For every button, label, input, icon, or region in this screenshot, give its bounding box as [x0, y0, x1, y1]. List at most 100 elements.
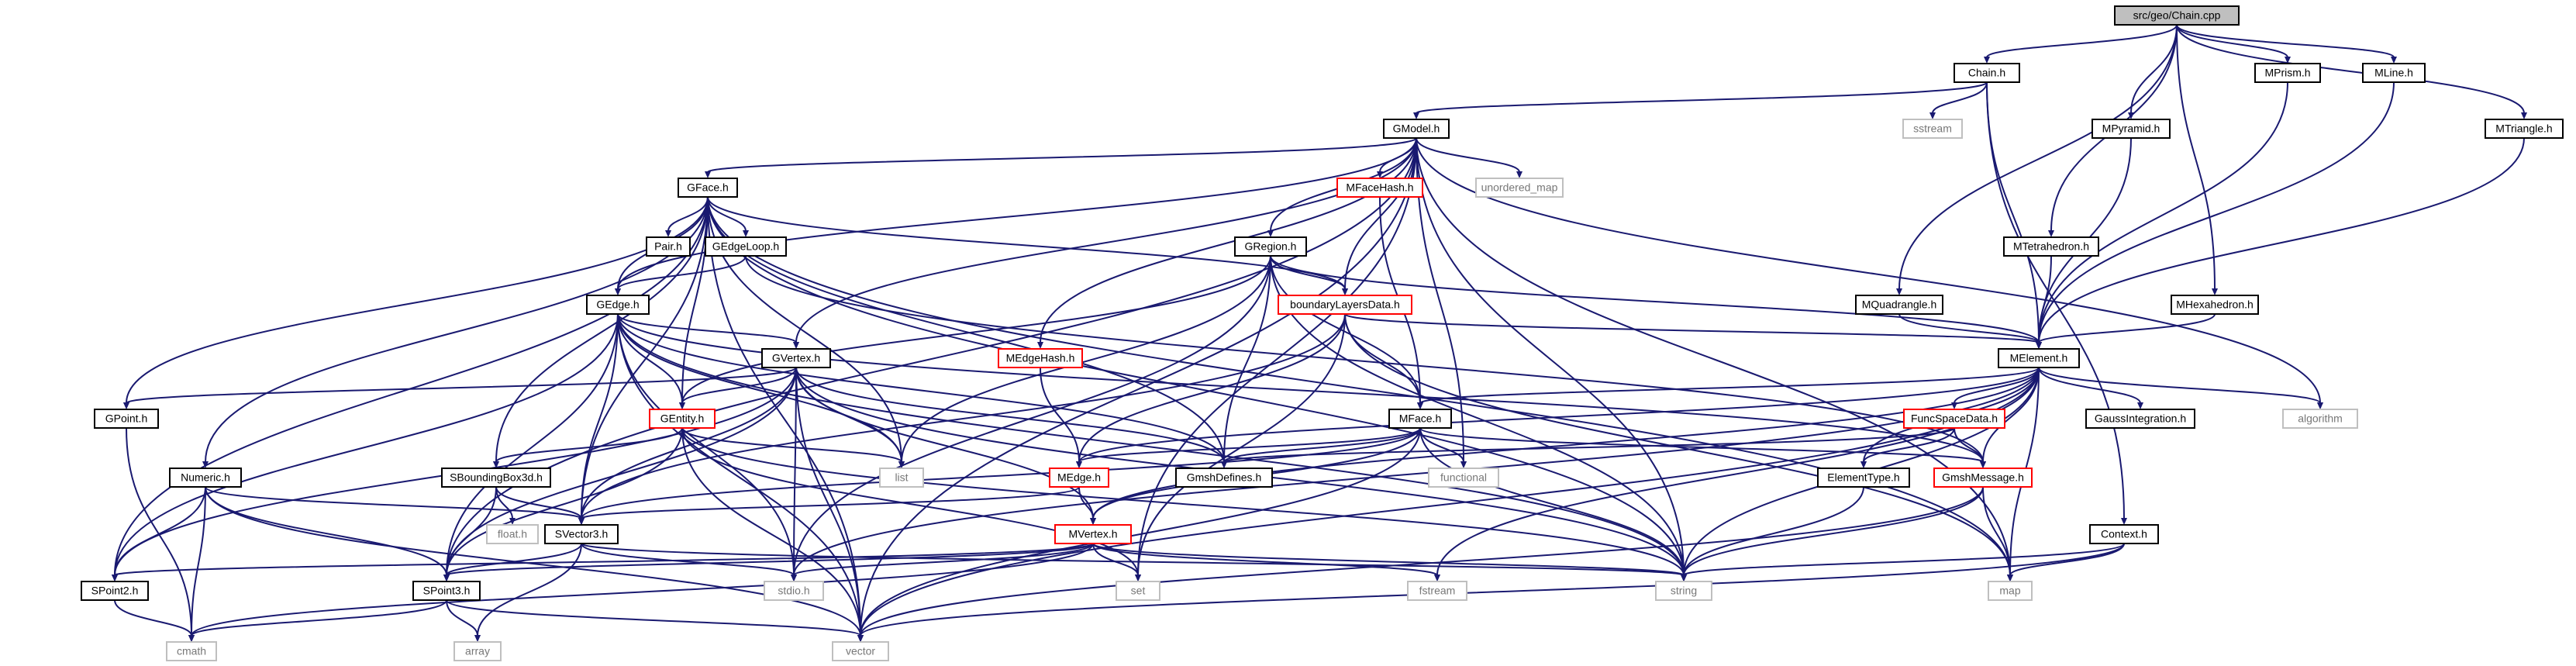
arrowhead-gmodel_h-to-gface_h — [705, 171, 711, 178]
node-box — [412, 581, 481, 601]
edge-gmodel_h-to-vector — [860, 137, 1417, 637]
node-gmshmessage-h[interactable]: GmshMessage.h — [1933, 468, 2033, 488]
node-label: Chain.h — [1968, 67, 2005, 79]
arrowhead-context_h-to-string — [1681, 575, 1687, 581]
node-numeric-h[interactable]: Numeric.h — [169, 468, 242, 488]
arrowhead-medge_h-to-svector3_h — [578, 518, 585, 525]
edge-gmshmessage_h-to-string — [1683, 486, 1984, 576]
arrowhead-spoint3_h-to-cmath — [188, 635, 195, 642]
edge-gvertex_h-to-gpoint_h — [126, 367, 797, 404]
edge-numeric_h-to-spoint2_h — [114, 486, 206, 576]
node-gedgeloop-h[interactable]: GEdgeLoop.h — [705, 236, 787, 257]
node-box — [1054, 524, 1132, 544]
node-funcspacedata-h[interactable]: FuncSpaceData.h — [1903, 409, 2005, 429]
edge-gvertex_h-to-gentity_h — [681, 367, 797, 404]
arrowhead-mvertex_h-to-spoint2_h — [112, 575, 118, 581]
node-pair-h[interactable]: Pair.h — [646, 236, 691, 257]
node-spoint3-h[interactable]: SPoint3.h — [412, 581, 481, 601]
edge-melement_h-to-fstream — [1436, 367, 2040, 576]
node-boundarylayersdata-h[interactable]: boundaryLayersData.h — [1278, 295, 1412, 315]
edge-melement_h-to-mvertex_h — [1092, 367, 2040, 519]
edge-mface_h-to-svector3_h — [581, 427, 1421, 519]
edge-boundarylayersdata_h-to-set — [1137, 313, 1346, 576]
node-mvertex-h[interactable]: MVertex.h — [1054, 524, 1132, 544]
node-box — [1903, 409, 2005, 429]
edge-svector3_h-to-string — [581, 543, 1685, 576]
edge-mvertex_h-to-fstream — [1092, 543, 1438, 576]
edge-elementtype_h-to-string — [1683, 486, 1864, 576]
node-gvertex-h[interactable]: GVertex.h — [761, 348, 831, 368]
arrowhead-funcspacedata_h-to-elementtype_h — [1860, 461, 1867, 468]
edge-gpoint_h-to-cmath — [126, 427, 192, 637]
node-melement-h[interactable]: MElement.h — [1998, 348, 2080, 368]
edge-context_h-to-string — [1683, 543, 2125, 576]
node-medgehash-h[interactable]: MEdgeHash.h — [998, 348, 1083, 368]
node-gaussintegration-h[interactable]: GaussIntegration.h — [2085, 409, 2195, 429]
node-label: MQuadrangle.h — [1862, 298, 1937, 311]
node-box — [1933, 468, 2033, 488]
node-box — [1049, 468, 1109, 488]
arrowhead-chain_cpp-to-mprism_h — [2285, 57, 2291, 64]
node-medge-h[interactable]: MEdge.h — [1049, 468, 1109, 488]
edge-gregion_h-to-mface_h — [1270, 255, 1421, 404]
arrowhead-mvertex_h-to-stdio_h — [791, 575, 797, 581]
edge-melement_h-to-funcspacedata_h — [1954, 367, 2040, 404]
arrowhead-chain_cpp-to-mquadrangle_h — [1896, 288, 1902, 295]
node-gentity-h[interactable]: GEntity.h — [649, 409, 716, 429]
edge-gedge_h-to-gmshmessage_h — [617, 313, 1984, 463]
node-label: boundaryLayersData.h — [1290, 298, 1400, 311]
node-gface-h[interactable]: GFace.h — [678, 178, 738, 198]
node-label: MPyramid.h — [2102, 123, 2160, 135]
node-algorithm: algorithm — [2282, 409, 2358, 429]
edge-gregion_h-to-string — [1270, 255, 1685, 576]
edge-medgehash_h-to-medge_h — [1040, 367, 1080, 463]
node-mquadrangle-h[interactable]: MQuadrangle.h — [1855, 295, 1943, 315]
node-mline-h[interactable]: MLine.h — [2362, 63, 2426, 83]
edge-gentity_h-to-string — [681, 427, 1685, 576]
node-chain-h[interactable]: Chain.h — [1954, 63, 2020, 83]
edge-mtriangle_h-to-melement_h — [2038, 137, 2525, 343]
arrowhead-melement_h-to-gaussintegration_h — [2137, 402, 2143, 409]
node-label: MHexahedron.h — [2176, 298, 2254, 311]
node-gmshdefines-h[interactable]: GmshDefines.h — [1175, 468, 1273, 488]
edge-gmodel_h-to-map — [1416, 137, 2011, 576]
node-mprism-h[interactable]: MPrism.h — [2254, 63, 2321, 83]
node-box — [1817, 468, 1910, 488]
edge-gregion_h-to-melement_h — [1270, 255, 2040, 343]
edge-gvertex_h-to-gmshdefines_h — [795, 367, 1225, 463]
node-functional: functional — [1428, 468, 1499, 488]
node-box — [94, 409, 159, 429]
node-box — [166, 641, 217, 661]
edge-gedge_h-to-gmshdefines_h — [617, 313, 1225, 463]
node-box — [1234, 236, 1307, 257]
edge-gface_h-to-map — [707, 196, 2011, 576]
edge-gface_h-to-string — [707, 196, 1685, 576]
node-context-h[interactable]: Context.h — [2089, 524, 2159, 544]
node-gregion-h[interactable]: GRegion.h — [1234, 236, 1307, 257]
edge-mprism_h-to-melement_h — [2038, 81, 2288, 343]
arrowhead-funcspacedata_h-to-gmshdefines_h — [1221, 461, 1227, 468]
node-mfacehash-h[interactable]: MFaceHash.h — [1336, 178, 1423, 198]
node-gedge-h[interactable]: GEdge.h — [586, 295, 650, 315]
node-float-h: float.h — [486, 524, 539, 544]
node-mtetrahedron-h[interactable]: MTetrahedron.h — [2003, 236, 2099, 257]
node-box — [678, 178, 738, 198]
node-fstream: fstream — [1407, 581, 1467, 601]
node-mhexahedron-h[interactable]: MHexahedron.h — [2171, 295, 2259, 315]
edge-gmshmessage_h-to-vector — [860, 486, 1984, 637]
edge-gedge_h-to-spoint3_h — [446, 313, 619, 576]
node-gmodel-h[interactable]: GModel.h — [1383, 119, 1450, 139]
node-label: MFaceHash.h — [1346, 181, 1413, 194]
node-mpyramid-h[interactable]: MPyramid.h — [2091, 119, 2171, 139]
node-svector3-h[interactable]: SVector3.h — [544, 524, 619, 544]
node-gpoint-h[interactable]: GPoint.h — [94, 409, 159, 429]
node-sboundingbox3d-h[interactable]: SBoundingBox3d.h — [441, 468, 551, 488]
node-vector: vector — [832, 641, 889, 661]
node-box — [1278, 295, 1412, 315]
node-elementtype-h[interactable]: ElementType.h — [1817, 468, 1910, 488]
node-chain-cpp[interactable]: src/geo/Chain.cpp — [2114, 5, 2240, 26]
node-mface-h[interactable]: MFace.h — [1388, 409, 1452, 429]
arrowhead-gentity_h-to-sboundingbox3d_h — [493, 461, 499, 468]
node-mtriangle-h[interactable]: MTriangle.h — [2485, 119, 2564, 139]
node-spoint2-h[interactable]: SPoint2.h — [81, 581, 149, 601]
